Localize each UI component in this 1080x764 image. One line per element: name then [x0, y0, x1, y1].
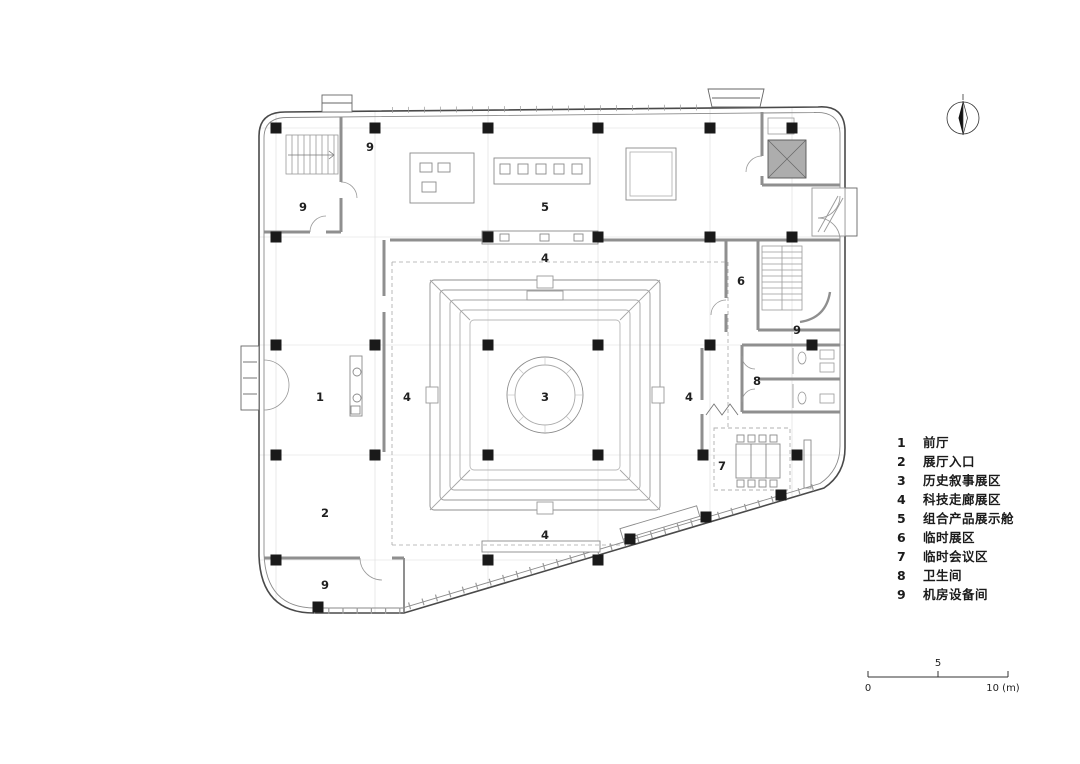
- room-label: 7: [718, 459, 726, 473]
- legend-item: 5 组合产品展示舱: [897, 508, 1014, 527]
- legend-item: 6 临时展区: [897, 527, 1014, 546]
- exterior-stair-right: [844, 187, 858, 237]
- building-outline: [258, 106, 846, 614]
- room-label: 1: [316, 390, 324, 404]
- central-exhibit: [425, 275, 665, 515]
- stair-top-left: [285, 134, 339, 175]
- room-label: 8: [753, 374, 761, 388]
- legend-num: 3: [897, 473, 906, 488]
- legend-label: 科技走廊展区: [923, 492, 1002, 507]
- exterior-features: [240, 88, 858, 411]
- folding-partition: [705, 403, 739, 416]
- curtain-wall-ticks: [314, 104, 819, 614]
- outer-wall: [258, 106, 846, 614]
- columns: [270, 122, 818, 613]
- legend-label: 前厅: [923, 435, 950, 450]
- legend-num: 8: [897, 568, 906, 583]
- restroom-fixtures: [792, 348, 835, 408]
- legend-item: 2 展厅入口: [897, 451, 1014, 470]
- room-label: 9: [321, 578, 329, 592]
- scale-zero: 0: [865, 683, 871, 694]
- scale-five: 5: [935, 658, 941, 669]
- meeting-table: [705, 403, 812, 491]
- room-label: 4: [541, 528, 549, 542]
- room-label: 4: [403, 390, 411, 404]
- equipment-room: [767, 117, 807, 179]
- room-label: 9: [299, 200, 307, 214]
- route-dashed-lines: [391, 261, 729, 546]
- legend-label: 展厅入口: [923, 454, 976, 469]
- north-arrow-icon: [946, 94, 980, 136]
- room-label: 3: [541, 390, 549, 404]
- room-label: 6: [737, 274, 745, 288]
- room-label: 2: [321, 506, 329, 520]
- legend-item: 1 前厅: [897, 432, 1014, 451]
- legend-num: 2: [897, 454, 906, 469]
- legend-item: 9 机房设备间: [897, 584, 1014, 603]
- legend-num: 1: [897, 435, 906, 450]
- reception-desk: [349, 355, 363, 417]
- legend-label: 临时会议区: [923, 549, 989, 564]
- legend: 1 前厅 2 展厅入口 3 历史叙事展区 4 科技走廊展区 5 组合产品展示舱 6 临时展区…: [897, 432, 1014, 603]
- structural-grid: [259, 106, 845, 613]
- legend-label: 机房设备间: [923, 587, 989, 602]
- stair-right: [761, 245, 803, 311]
- door-arcs: [263, 155, 841, 581]
- legend-item: 4 科技走廊展区: [897, 489, 1014, 508]
- room-label: 9: [366, 140, 374, 154]
- legend-num: 6: [897, 530, 906, 545]
- legend-label: 卫生间: [923, 568, 963, 583]
- legend-num: 5: [897, 511, 906, 526]
- legend-label: 组合产品展示舱: [923, 511, 1015, 526]
- legend-label: 历史叙事展区: [923, 473, 1002, 488]
- room-labels: 9 9 5 4 6 9 1 4 3 4 8 7 2 4 9: [299, 140, 801, 592]
- legend-item: 7 临时会议区: [897, 546, 1014, 565]
- roof-protrusion-top-left: [321, 94, 353, 113]
- legend-item: 8 卫生间: [897, 565, 1014, 584]
- legend-num: 9: [897, 587, 906, 602]
- room-label: 4: [685, 390, 693, 404]
- scale-bar: 5 0 10 (m): [865, 658, 1020, 694]
- inner-wall: [263, 112, 841, 609]
- legend-num: 4: [897, 492, 906, 507]
- legend-label: 临时展区: [923, 530, 976, 545]
- room-label: 9: [793, 323, 801, 337]
- room-label: 5: [541, 200, 549, 214]
- legend-num: 7: [897, 549, 906, 564]
- scale-ten: 10 (m): [986, 683, 1020, 694]
- room-label: 4: [541, 251, 549, 265]
- legend-item: 3 历史叙事展区: [897, 470, 1014, 489]
- display-cases: [409, 147, 701, 553]
